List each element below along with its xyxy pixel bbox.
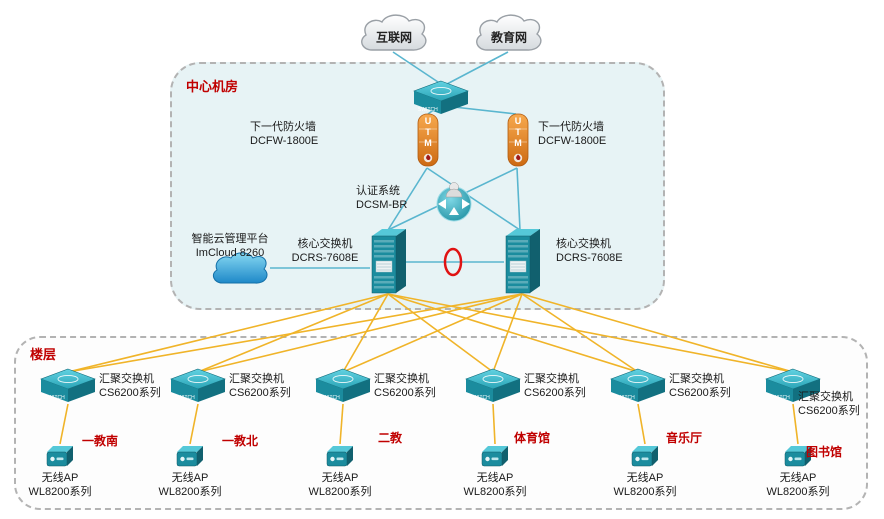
svg-text:SWITCH: SWITCH bbox=[320, 395, 340, 401]
wireless-ap-icon bbox=[628, 444, 662, 475]
location-label: 图书馆 bbox=[806, 445, 843, 459]
core-switch-left-icon bbox=[368, 226, 408, 301]
firewall-left-label: 下一代防火墙 DCFW-1800E bbox=[250, 120, 318, 148]
aggregation-switch-icon: SWITCH bbox=[609, 368, 667, 409]
device-name: 无线AP bbox=[779, 472, 817, 484]
device-model: WL8200系列 bbox=[766, 486, 830, 498]
datacenter-zone-label: 中心机房 bbox=[186, 79, 239, 94]
device-name: 智能云管理平台 bbox=[191, 233, 269, 245]
wireless-ap-icon bbox=[323, 444, 357, 475]
ap-label: 无线AP WL8200系列 bbox=[145, 471, 235, 499]
location-label: 一教北 bbox=[222, 434, 259, 448]
device-model: CS6200系列 bbox=[798, 405, 860, 417]
core-switch-left-label: 核心交换机 DCRS-7608E bbox=[286, 237, 364, 265]
firewall-left-icon: UTM bbox=[414, 112, 442, 170]
ap-label: 无线AP WL8200系列 bbox=[600, 471, 690, 499]
device-name: 汇聚交换机 bbox=[798, 391, 853, 403]
edu-cloud-label: 教育网 bbox=[490, 30, 528, 45]
location-label: 音乐厅 bbox=[666, 431, 703, 445]
device-model: CS6200系列 bbox=[524, 387, 586, 399]
device-model: WL8200系列 bbox=[158, 486, 222, 498]
device-model: DCSM-BR bbox=[356, 199, 408, 211]
ap-label: 无线AP WL8200系列 bbox=[295, 471, 385, 499]
core-switch-right-icon bbox=[502, 226, 542, 301]
internet-cloud-icon: 互联网 bbox=[355, 12, 433, 58]
device-model: CS6200系列 bbox=[229, 387, 291, 399]
location-label: 体育馆 bbox=[514, 431, 551, 445]
auth-system-label: 认证系统 DCSM-BR bbox=[356, 184, 407, 212]
device-model: WL8200系列 bbox=[613, 486, 677, 498]
svg-text:SWITCH: SWITCH bbox=[45, 395, 65, 401]
svg-text:SWITCH: SWITCH bbox=[770, 395, 790, 401]
device-name: 汇聚交换机 bbox=[669, 373, 724, 385]
core-switch-right-label: 核心交换机 DCRS-7608E bbox=[556, 237, 623, 265]
device-model: WL8200系列 bbox=[28, 486, 92, 498]
cloud-mgmt-icon bbox=[208, 250, 272, 290]
utm-text: UTM bbox=[513, 116, 523, 149]
device-name: 汇聚交换机 bbox=[374, 373, 429, 385]
ap-label: 无线AP WL8200系列 bbox=[15, 471, 105, 499]
device-name: 下一代防火墙 bbox=[538, 121, 604, 133]
auth-system-icon bbox=[432, 178, 476, 229]
device-name: 核心交换机 bbox=[556, 238, 611, 250]
device-model: CS6200系列 bbox=[374, 387, 436, 399]
device-model: DCRS-7608E bbox=[291, 252, 359, 264]
wireless-ap-icon bbox=[478, 444, 512, 475]
wireless-ap-icon bbox=[173, 444, 207, 475]
floor-zone bbox=[14, 336, 868, 510]
aggregation-switch-icon: SWITCH bbox=[39, 368, 97, 409]
svg-text:SWITCH: SWITCH bbox=[470, 395, 490, 401]
wireless-ap-icon bbox=[43, 444, 77, 475]
device-model: WL8200系列 bbox=[308, 486, 372, 498]
aggregation-switch-icon: SWITCH bbox=[464, 368, 522, 409]
aggregation-switch-label: 汇聚交换机 CS6200系列 bbox=[229, 372, 291, 400]
device-model: CS6200系列 bbox=[669, 387, 731, 399]
firewall-right-label: 下一代防火墙 DCFW-1800E bbox=[538, 120, 606, 148]
device-name: 汇聚交换机 bbox=[229, 373, 284, 385]
svg-text:SWITCH: SWITCH bbox=[615, 395, 635, 401]
aggregation-switch-label: 汇聚交换机 CS6200系列 bbox=[374, 372, 436, 400]
device-model: WL8200系列 bbox=[463, 486, 527, 498]
device-model: CS6200系列 bbox=[99, 387, 161, 399]
device-model: ImCloud 8260 bbox=[195, 247, 265, 259]
device-model: DCFW-1800E bbox=[250, 135, 319, 147]
device-name: 核心交换机 bbox=[297, 238, 353, 250]
ap-label: 无线AP WL8200系列 bbox=[753, 471, 843, 499]
device-name: 认证系统 bbox=[356, 185, 400, 197]
device-model: DCFW-1800E bbox=[538, 135, 607, 147]
ap-label: 无线AP WL8200系列 bbox=[450, 471, 540, 499]
wireless-ap-icon bbox=[781, 444, 815, 475]
svg-text:SWITCH: SWITCH bbox=[175, 395, 195, 401]
edu-cloud-icon: 教育网 bbox=[470, 12, 548, 58]
device-name: 下一代防火墙 bbox=[250, 121, 316, 133]
device-name: 汇聚交换机 bbox=[524, 373, 579, 385]
cloud-mgmt-label: 智能云管理平台 ImCloud 8260 bbox=[178, 232, 282, 260]
device-name: 无线AP bbox=[41, 472, 79, 484]
floor-zone-label: 楼层 bbox=[30, 347, 57, 362]
device-name: 无线AP bbox=[626, 472, 664, 484]
firewall-right-icon: UTM bbox=[504, 112, 532, 170]
location-label: 二教 bbox=[378, 431, 403, 445]
utm-text: UTM bbox=[423, 116, 433, 149]
aggregation-switch-label: 汇聚交换机 CS6200系列 bbox=[99, 372, 161, 400]
device-name: 无线AP bbox=[321, 472, 359, 484]
device-name: 无线AP bbox=[476, 472, 514, 484]
aggregation-switch-icon: SWITCH bbox=[169, 368, 227, 409]
aggregation-switch-label: 汇聚交换机 CS6200系列 bbox=[669, 372, 731, 400]
aggregation-switch-label: 汇聚交换机 CS6200系列 bbox=[798, 390, 860, 418]
device-name: 汇聚交换机 bbox=[99, 373, 154, 385]
aggregation-switch-label: 汇聚交换机 CS6200系列 bbox=[524, 372, 586, 400]
device-name: 无线AP bbox=[171, 472, 209, 484]
internet-cloud-label: 互联网 bbox=[375, 30, 413, 45]
aggregation-switch-icon: SWITCH bbox=[764, 368, 822, 409]
location-label: 一教南 bbox=[82, 434, 119, 448]
device-model: DCRS-7608E bbox=[556, 252, 623, 264]
aggregation-switch-icon: SWITCH bbox=[314, 368, 372, 409]
